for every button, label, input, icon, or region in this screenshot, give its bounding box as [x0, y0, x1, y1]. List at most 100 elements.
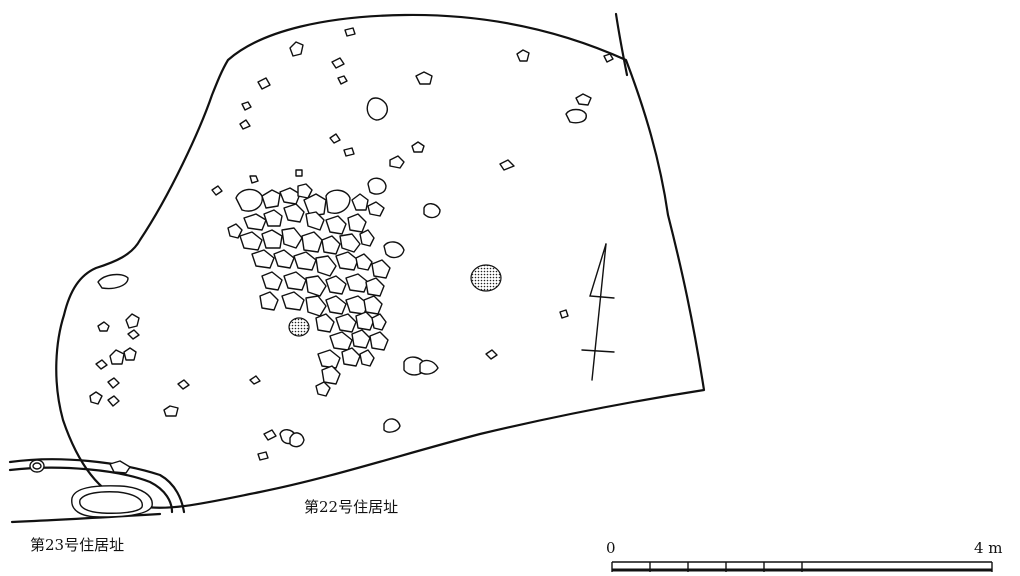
stone: [227, 223, 243, 239]
stone: [341, 347, 361, 367]
stone: [335, 313, 357, 333]
stone: [329, 331, 353, 351]
stone: [351, 193, 369, 211]
stone: [347, 213, 367, 233]
stone: [263, 209, 283, 227]
stone: [365, 277, 385, 297]
stone: [257, 77, 271, 90]
scale-end-label: 4 m: [974, 539, 1003, 557]
stone: [419, 359, 439, 375]
stone: [315, 313, 335, 333]
stone: [411, 141, 425, 153]
stone: [107, 395, 120, 407]
stone: [283, 271, 307, 291]
stone: [281, 291, 305, 311]
stone: [343, 147, 355, 157]
stone: [371, 259, 391, 279]
stone: [249, 375, 261, 385]
stone: [257, 451, 269, 461]
stone: [383, 241, 405, 259]
stone: [289, 432, 305, 448]
stone: [337, 75, 348, 85]
stone: [351, 329, 371, 349]
dwelling-23-inner-arc: [8, 466, 174, 514]
stone: [107, 377, 120, 389]
stone: [321, 365, 341, 385]
dwelling-22-label: 第22号住居址: [304, 498, 399, 516]
dotted-pit: [288, 317, 310, 337]
stone: [239, 119, 251, 130]
stone: [516, 49, 530, 62]
stone: [315, 255, 337, 277]
stone: [371, 313, 387, 331]
stone: [415, 71, 433, 85]
stone: [97, 273, 129, 290]
stone: [359, 229, 375, 247]
dwelling-23-label: 第23号住居址: [30, 536, 125, 554]
stone: [79, 491, 143, 514]
adjacent-wall-line: [614, 12, 629, 77]
stone: [125, 313, 140, 329]
stone: [389, 155, 405, 169]
stone: [367, 177, 387, 195]
stone: [355, 253, 373, 271]
stone: [261, 229, 283, 249]
stone: [325, 275, 347, 295]
stone: [95, 359, 108, 370]
stone: [89, 391, 103, 405]
stone: [355, 311, 375, 331]
stone: [344, 27, 356, 37]
stone: [499, 159, 515, 171]
dwelling-22-outline: [55, 13, 706, 509]
dotted-pit: [470, 264, 502, 292]
stone: [289, 41, 304, 57]
stone: [369, 331, 389, 351]
stone: [359, 349, 375, 367]
stone: [485, 349, 498, 360]
stone: [603, 53, 614, 63]
stone: [97, 321, 110, 332]
dwelling-23-outer-arc: [8, 458, 186, 514]
stone: [575, 93, 592, 106]
stone: [339, 233, 361, 253]
stone: [263, 429, 277, 441]
stone-scatter: [89, 27, 614, 461]
stone: [335, 251, 359, 271]
stone: [297, 183, 313, 199]
stone: [241, 101, 252, 111]
stone: [329, 133, 341, 144]
stone: [321, 235, 341, 255]
stone: [127, 329, 140, 340]
stone: [235, 188, 263, 212]
scale-bar: [611, 561, 993, 572]
stone: [367, 201, 385, 217]
stone: [345, 273, 369, 293]
stone-cluster: [227, 183, 391, 397]
stone: [366, 97, 388, 121]
stone: [273, 249, 295, 269]
stone: [177, 379, 190, 390]
stone: [279, 187, 301, 205]
stone: [281, 227, 303, 249]
scale-start-label: 0: [606, 539, 616, 557]
stone: [383, 418, 401, 433]
stone: [261, 271, 283, 291]
stone: [293, 251, 317, 271]
stone: [32, 462, 42, 470]
stone: [423, 203, 441, 219]
stone: [261, 189, 281, 209]
stone: [249, 175, 259, 184]
stone: [331, 57, 345, 69]
stone: [305, 295, 327, 317]
stone: [295, 169, 303, 177]
stone: [565, 108, 587, 124]
stone: [317, 349, 341, 369]
stone: [559, 309, 569, 319]
stone: [239, 231, 263, 251]
stone: [363, 295, 383, 315]
dwelling-23-bottom-line: [10, 512, 162, 524]
stone: [305, 211, 325, 231]
stone: [301, 231, 323, 253]
stone: [163, 405, 179, 417]
